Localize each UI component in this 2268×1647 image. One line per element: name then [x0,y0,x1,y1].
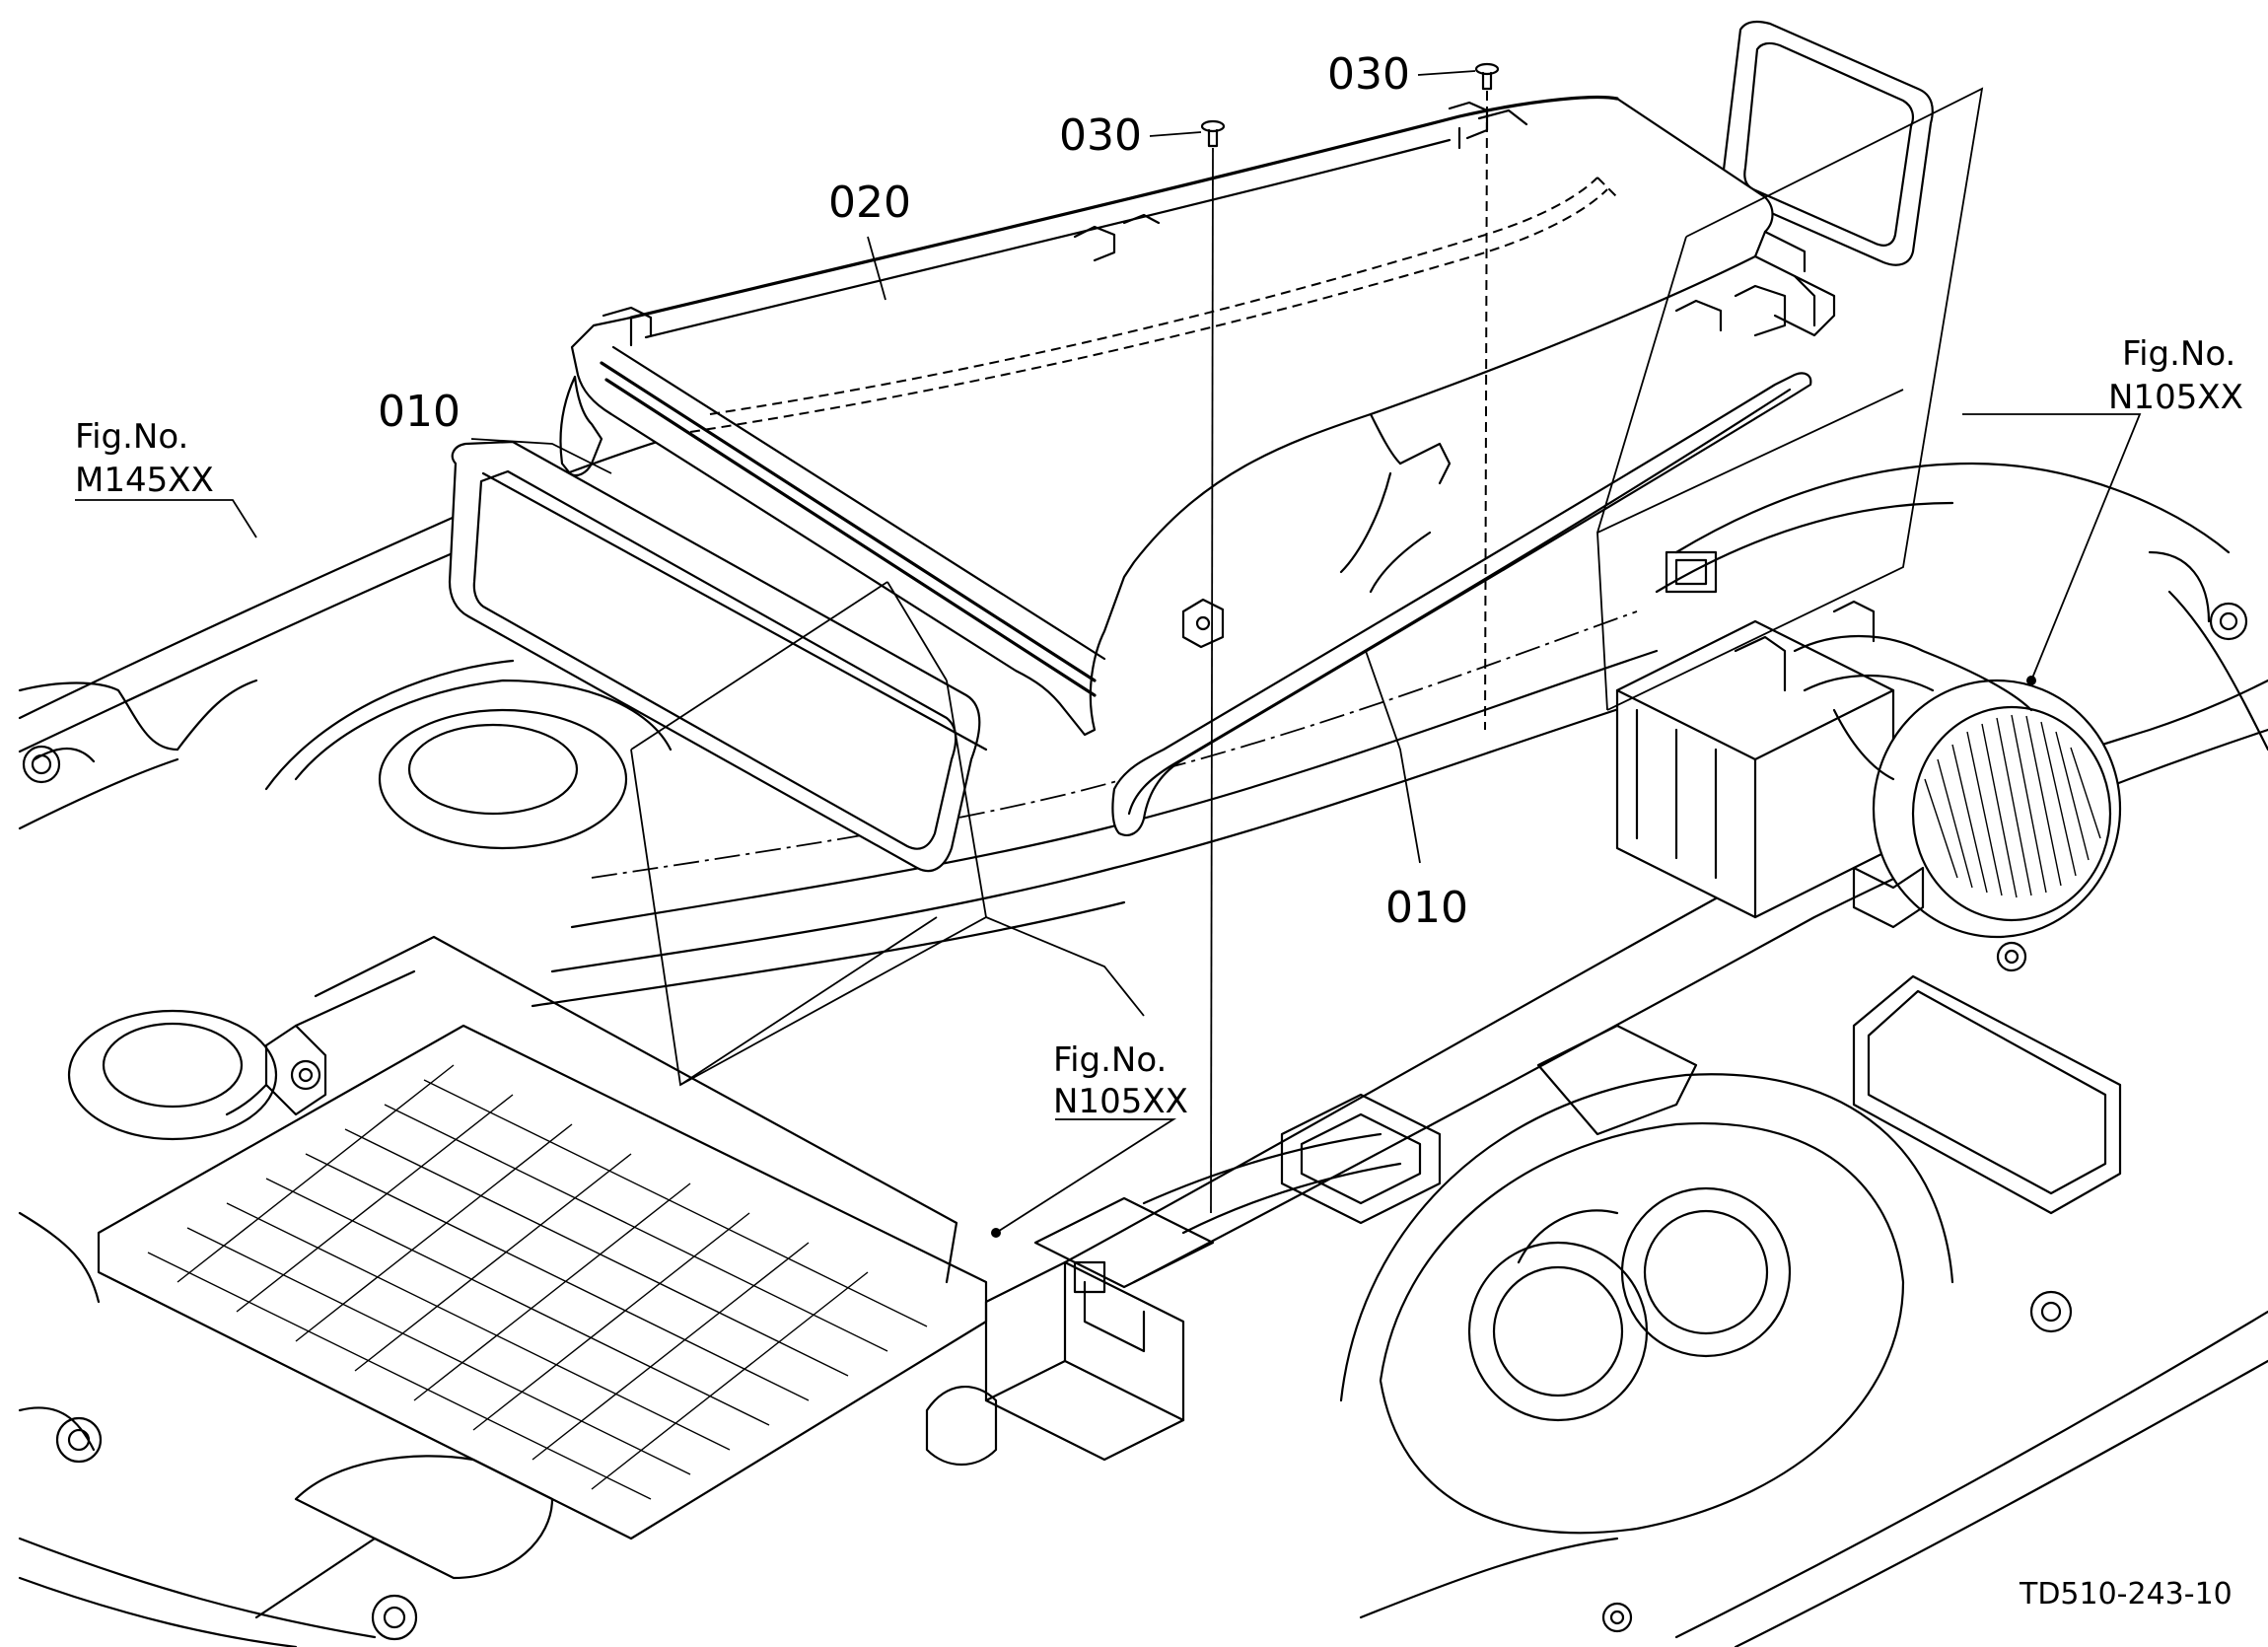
figure-ref-left-code: M145XX [75,461,214,500]
callout-010-right: 010 [1385,883,1468,933]
part-010-right-strip [1111,372,1812,836]
callout-030-left: 030 [1059,110,1142,161]
callout-030-right: 030 [1327,49,1410,100]
exploded-view-frame-lines [630,87,1984,1087]
drawing-number: TD510-243-10 [2019,1577,2233,1611]
lower-left-grid-assembly [97,935,1215,1619]
figure-ref-center-label: Fig.No. [1053,1040,1167,1080]
part-020-cowl-cover [559,95,1836,737]
grid-lines [147,1064,928,1500]
blower-motor-assembly [1615,550,2122,939]
figure-ref-right-code: N105XX [2108,378,2243,417]
vehicle-body-panel [18,402,2268,1647]
figure-ref-right-label: Fig.No. [2122,334,2235,374]
leader-lines [75,70,2142,1238]
blower-fan-blades [1924,714,2101,898]
callout-020: 020 [828,178,911,228]
part-030-screw-left [1200,119,1226,1214]
figure-ref-center-code: N105XX [1053,1082,1188,1121]
part-030-screw-right [1474,62,1500,731]
callout-010-left: 010 [378,387,461,437]
figure-ref-left-label: Fig.No. [75,417,188,457]
